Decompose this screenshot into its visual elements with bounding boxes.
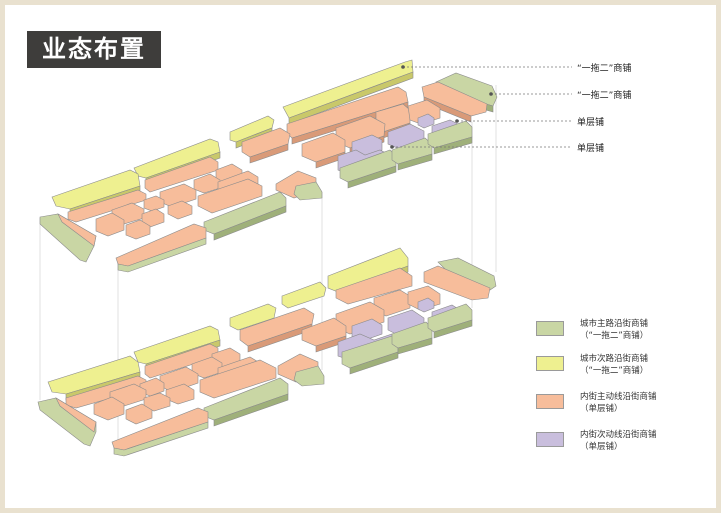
legend-swatch [536, 321, 564, 336]
legend-label: 内街次动线沿街商铺（单层铺） [580, 430, 657, 452]
block-purple [417, 297, 435, 313]
legend-label: 城市主路沿街商铺（“一拖二”商铺） [580, 319, 649, 341]
page-title: 业态布置 [27, 31, 161, 68]
block-purple [417, 113, 435, 129]
callout-label: 单层铺 [577, 118, 605, 128]
bottom-level-blocks [37, 247, 497, 457]
legend-swatch [536, 394, 564, 409]
legend-label: 内街主动线沿街商铺（单层铺） [580, 392, 657, 414]
callout-label: 单层铺 [577, 144, 605, 154]
callout-label: “一拖二”商铺 [577, 91, 632, 101]
legend-swatch [536, 356, 564, 371]
callout-label: “一拖二”商铺 [577, 64, 632, 74]
legend-label: 城市次路沿街商铺（“一拖二”商铺） [580, 354, 649, 376]
top-level-blocks [39, 59, 498, 273]
block-yellow [282, 59, 414, 119]
callout-dots [390, 65, 493, 149]
block-yellow [281, 281, 327, 309]
legend-swatch [536, 432, 564, 447]
callout-leaders [392, 66, 572, 148]
